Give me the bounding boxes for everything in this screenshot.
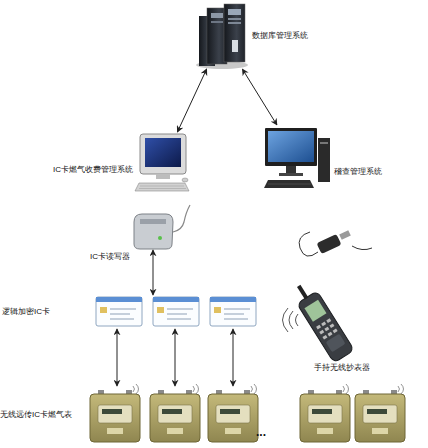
ellipsis-mark: ... [256, 426, 266, 438]
double-arrow [233, 329, 234, 386]
device-label: IC卡读写器 [90, 252, 170, 262]
device-label: 逻辑加密IC卡 [2, 307, 92, 317]
gas-meter-group: 无线远传IC卡燃气表 [88, 386, 408, 444]
handheld-device [283, 279, 355, 363]
device-label: IC卡燃气收费管理系统 [37, 165, 133, 175]
handheld-reader-node: 手持无线抄表器 [300, 290, 350, 362]
crt-computer [135, 134, 189, 191]
server-tower [196, 4, 248, 69]
lcd-computer [264, 128, 330, 188]
billing-system-node: IC卡燃气收费管理系统 [135, 132, 191, 194]
usb-adapter [299, 230, 372, 256]
audit-system-node: 稽查管理系统 [262, 125, 332, 190]
ic-cards [96, 297, 256, 326]
card-reader-device [134, 205, 190, 249]
ic-card-group: 逻辑加密IC卡 [93, 295, 257, 329]
card-reader-node: IC卡读写器 [132, 212, 174, 250]
double-arrow [177, 69, 206, 132]
double-arrow [117, 329, 118, 386]
database-server-node: 数据库管理系统 [198, 3, 246, 69]
double-arrow [175, 329, 176, 386]
device-label: 稽查管理系统 [334, 167, 414, 177]
double-arrow [153, 250, 154, 295]
device-label: 数据库管理系统 [252, 31, 344, 41]
gas-meters [90, 384, 405, 442]
double-arrow [242, 69, 277, 125]
device-label: 手持无线抄表器 [314, 363, 398, 373]
device-label: 无线远传IC卡燃气表 [0, 410, 88, 420]
